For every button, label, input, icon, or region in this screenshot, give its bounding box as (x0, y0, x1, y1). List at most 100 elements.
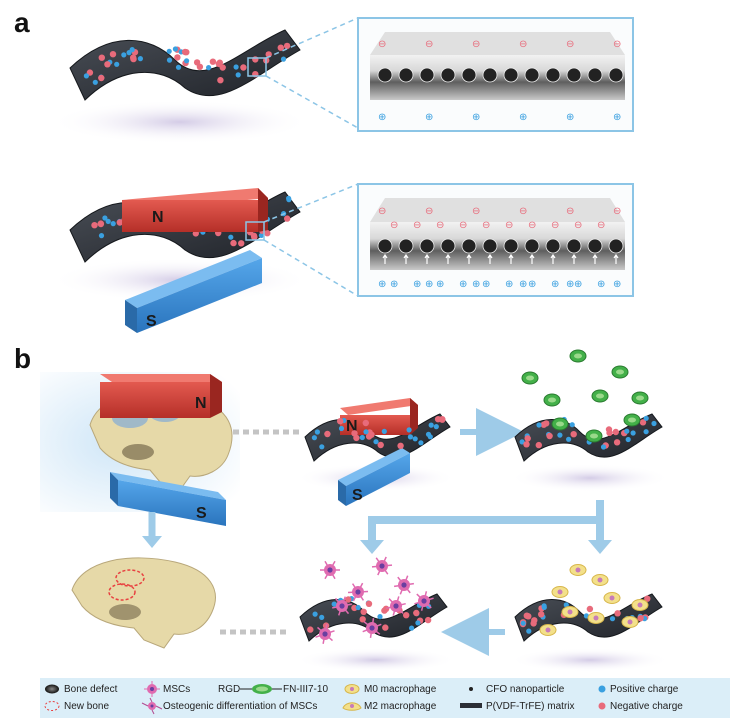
legend-rgd: RGD (218, 684, 240, 695)
crystal-dipole (503, 67, 519, 83)
positive-charge-dot (172, 46, 178, 52)
positive-charge-dot (314, 429, 320, 435)
positive-charge-dot (363, 429, 369, 435)
msc-icon (144, 681, 160, 697)
positive-charge-symbol: ⊕ (472, 279, 480, 290)
negative-charge-dot (397, 442, 404, 449)
crystal-dipole (503, 238, 519, 254)
macrophage-cell (561, 606, 579, 618)
crystal-dipole (608, 238, 624, 254)
polarization-arrow (508, 253, 514, 264)
positive-charge-dot (520, 620, 526, 626)
negative-charge-dot (586, 605, 594, 613)
positive-charge-dot (83, 73, 89, 79)
charge-dots-b-center (311, 416, 446, 450)
negative-charge-dot (337, 418, 344, 425)
polarization-arrow (487, 253, 493, 264)
macrophage-cell (587, 612, 605, 624)
positive-charge-symbol: ⊕ (519, 279, 527, 290)
crystal-dipole (461, 238, 477, 254)
legend-mscs: MSCs (163, 684, 190, 695)
msc-cell (393, 575, 415, 595)
positive-charge-icon (598, 685, 606, 693)
negative-charge-dot (181, 48, 189, 56)
positive-charge-dot (331, 601, 337, 607)
magnet-south-label-a: S (146, 313, 157, 330)
cfo-icon (469, 687, 473, 691)
negative-charge-symbol: ⊖ (378, 206, 386, 217)
positive-charge-dot (355, 604, 361, 611)
crystal-dipole (608, 67, 624, 83)
positive-charge-dot (412, 436, 418, 442)
negative-charge-dot (284, 215, 291, 222)
zoom-region-a2 (245, 221, 265, 241)
negative-charge-dot (91, 222, 98, 229)
negative-charge-dot (130, 55, 137, 63)
crystal-dipole (524, 67, 540, 83)
charge-dots-b-right (519, 415, 657, 450)
new-bone-marker-2 (108, 583, 136, 601)
positive-charge-symbol: ⊕ (378, 112, 386, 123)
positive-charge-symbol: ⊕ (482, 279, 490, 290)
negative-charge-dot (639, 419, 647, 426)
crystal-dipole (419, 238, 435, 254)
negative-charge-symbol: ⊖ (505, 220, 513, 231)
negative-charge-symbol: ⊖ (519, 206, 527, 217)
positive-charge-dot (121, 52, 127, 58)
negative-charge-dot (637, 615, 644, 622)
polarization-arrow (592, 253, 598, 264)
panel-label-a: a (14, 7, 30, 38)
negative-charge-symbol: ⊖ (613, 39, 621, 50)
positive-charge-dot (166, 48, 172, 54)
msc-cell (347, 582, 369, 602)
film-b-center: N S (296, 398, 456, 506)
crystal-dipole (377, 238, 393, 254)
negative-charge-symbol: ⊖ (574, 220, 582, 231)
msc-cell (315, 624, 335, 644)
magnet-north-a: N (122, 188, 268, 232)
positive-charge-symbol: ⊕ (390, 279, 398, 290)
negative-charge-symbol: ⊖ (413, 220, 421, 231)
zoom-box-a2-content: ⊖⊕⊖⊕⊖⊕⊖⊕⊖⊕⊖⊕⊖⊕⊖⊕⊖⊕⊖⊕⊖⊕⊖⊕⊖⊕⊖⊕⊖⊕⊖⊕ (377, 206, 624, 290)
legend-background (40, 678, 730, 718)
msc-cell (320, 560, 340, 580)
positive-charge-dot (406, 427, 412, 433)
negative-charge-dot (613, 439, 621, 446)
negative-charge-dot (307, 626, 314, 633)
legend-m2: M2 macrophage (364, 701, 437, 712)
crystal-dipole (461, 67, 477, 83)
polarization-arrow (403, 253, 409, 264)
legend-bone-defect: Bone defect (64, 684, 118, 695)
positive-charge-symbol: ⊕ (566, 279, 574, 290)
negative-charge-symbol: ⊖ (566, 206, 574, 217)
positive-charge-dot (433, 424, 439, 430)
positive-charge-symbol: ⊕ (472, 112, 480, 123)
negative-charge-dot (324, 430, 331, 438)
polarization-arrow (424, 253, 430, 264)
macrophage-cell (621, 616, 639, 628)
positive-charge-dot (418, 440, 424, 446)
negative-charge-dot (252, 56, 259, 63)
crystal-dipole (566, 238, 582, 254)
positive-charge-dot (557, 432, 563, 438)
positive-charge-symbol: ⊕ (597, 279, 605, 290)
positive-charge-dot (319, 444, 325, 450)
magnet-north-label-a: N (152, 209, 164, 226)
crystal-dipole (587, 67, 603, 83)
bone-defect-icon (45, 684, 59, 694)
positive-charge-dot (98, 233, 105, 239)
negative-charge-symbol: ⊖ (390, 220, 398, 231)
negative-charge-symbol: ⊖ (472, 206, 480, 217)
legend-m0: M0 macrophage (364, 684, 437, 695)
legend-fn: FN-III7-10 (283, 684, 328, 695)
m0-icon (344, 684, 360, 694)
magnet-south-a: S (125, 250, 262, 333)
negative-charge-symbol: ⊖ (528, 220, 536, 231)
positive-charge-dot (409, 625, 415, 631)
positive-charge-dot (359, 434, 365, 441)
macrophage-cells (539, 564, 649, 636)
positive-charge-symbol: ⊕ (566, 112, 574, 123)
macrophage-cell (569, 564, 587, 576)
negative-charge-dot (424, 616, 432, 624)
